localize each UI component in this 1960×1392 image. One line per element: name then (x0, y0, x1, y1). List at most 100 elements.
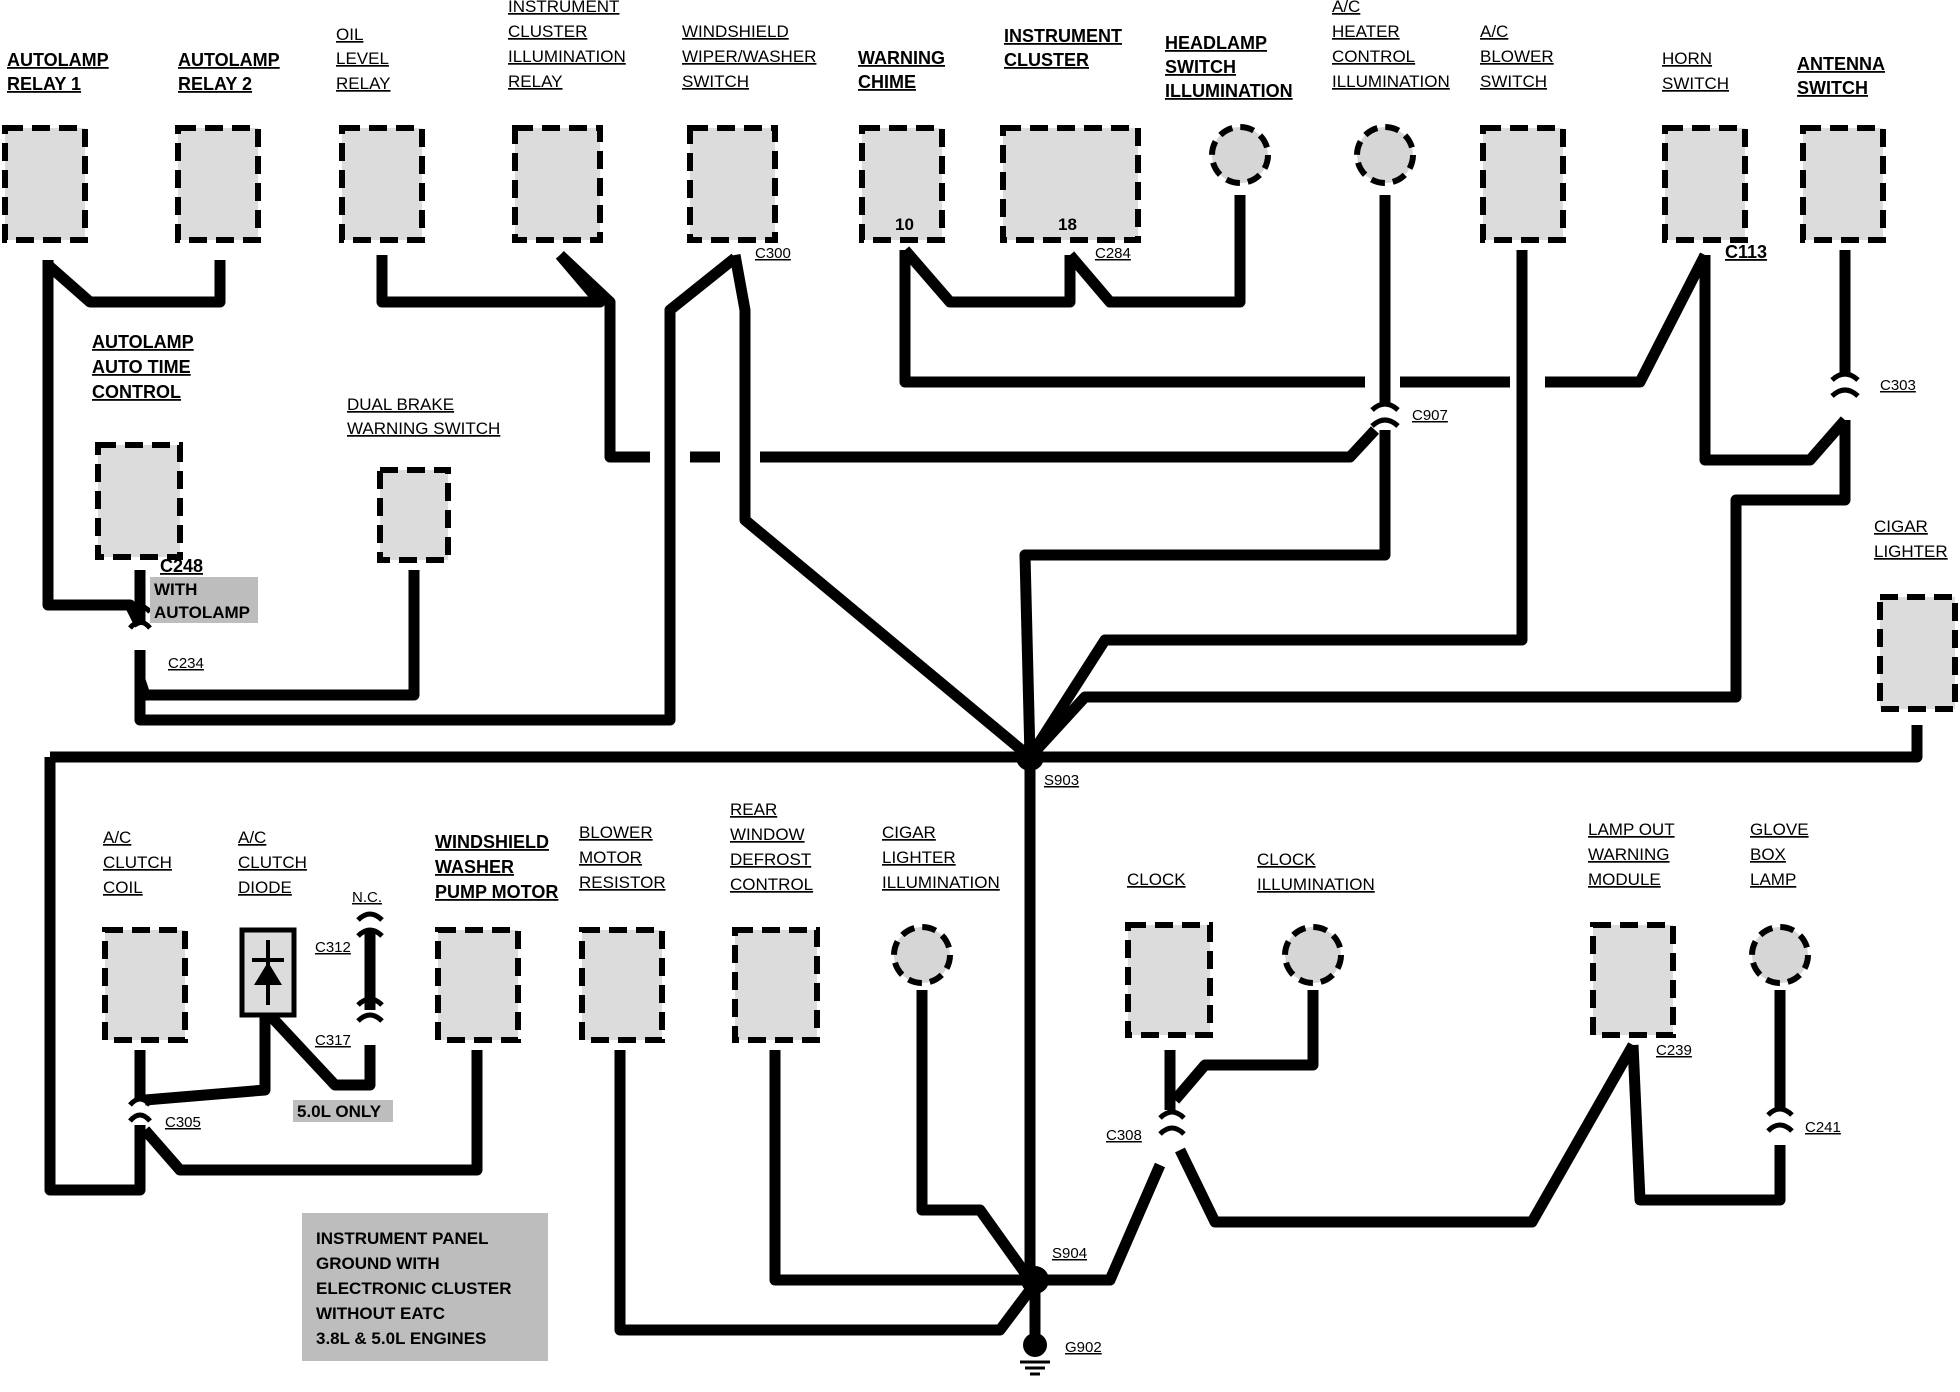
label-defrost-l1: REAR (730, 800, 777, 819)
label-cigar-illum-l1: CIGAR (882, 823, 936, 842)
label-ac-diode-l1: A/C (238, 828, 266, 847)
label-instrument-cluster-l2: CLUSTER (1004, 50, 1089, 70)
label-autolamp-relay-2-l1: AUTOLAMP (178, 50, 280, 70)
cluster-illum-relay-box (512, 125, 603, 243)
label-defrost-l3: DEFROST (730, 850, 811, 869)
label-ac-clutch-coil-l3: COIL (103, 878, 143, 897)
caption-l5: 3.8L & 5.0L ENGINES (316, 1329, 486, 1348)
label-ac-diode-l3: DIODE (238, 878, 292, 897)
headlamp-illum-bulb (1209, 124, 1271, 186)
antenna-switch-box (1800, 125, 1886, 243)
label-oil-level-relay-l3: RELAY (336, 74, 391, 93)
label-instrument-cluster-l1: INSTRUMENT (1004, 26, 1122, 46)
label-autolamp-relay-2-l2: RELAY 2 (178, 74, 252, 94)
label-dual-brake-l2: WARNING SWITCH (347, 419, 500, 438)
label-wiper-switch-l3: SWITCH (682, 72, 749, 91)
wire-ac-blower (1025, 250, 1528, 760)
wire-washer-pump (140, 1050, 483, 1176)
label-c248: C248 (160, 556, 203, 576)
ac-blower-switch-box (1480, 125, 1566, 243)
connector-chevron (356, 911, 384, 938)
label-g902: G902 (1065, 1339, 1102, 1356)
wire-c308-lamp-out (1175, 1042, 1638, 1228)
connectors (128, 371, 1860, 1136)
autolamp-time-control-box (95, 442, 183, 560)
label-ac-blower-l3: SWITCH (1480, 72, 1547, 91)
wire-clock-illum (1170, 990, 1319, 1104)
warning-chime-box (859, 125, 945, 243)
label-oil-level-relay-l2: LEVEL (336, 49, 389, 68)
label-wiper-switch-l2: WIPER/WASHER (682, 47, 816, 66)
label-washer-pump-l2: WASHER (435, 857, 514, 877)
label-glove-box-l2: BOX (1750, 845, 1786, 864)
wire-cluster-headlamp (1065, 195, 1246, 308)
caption-l2: GROUND WITH (316, 1254, 440, 1273)
glove-box-bulb (1749, 924, 1811, 986)
label-cluster-illum-relay-l3: ILLUMINATION (508, 47, 626, 66)
label-autolamp-time-l1: AUTOLAMP (92, 332, 194, 352)
label-autolamp-time-l3: CONTROL (92, 382, 181, 402)
label-c312: C312 (315, 939, 351, 956)
label-antenna-switch-l1: ANTENNA (1797, 54, 1885, 74)
wire-main-bus (50, 725, 1923, 763)
connector-chevron (1766, 1106, 1794, 1133)
five-liter-only-bg (293, 1100, 393, 1122)
label-c300: C300 (755, 245, 791, 262)
label-autolamp-relay-1-l1: AUTOLAMP (7, 50, 109, 70)
pin-warning-chime: 10 (895, 215, 914, 234)
blower-resistor-box (579, 927, 665, 1043)
caption-l4: WITHOUT EATC (316, 1304, 445, 1323)
label-ac-heater-l3: CONTROL (1332, 47, 1415, 66)
label-washer-pump-l3: PUMP MOTOR (435, 882, 558, 902)
label-blower-resistor-l2: MOTOR (579, 848, 642, 867)
splice-s904 (1021, 1266, 1049, 1294)
label-lamp-out-l3: MODULE (1588, 870, 1661, 889)
wire-to-c907-b (760, 426, 1380, 463)
connector-chevron (356, 996, 384, 1023)
label-c907: C907 (1412, 407, 1448, 424)
label-c284: C284 (1095, 245, 1131, 262)
label-cluster-illum-relay-l1: INSTRUMENT (508, 0, 619, 16)
label-ac-diode-l2: CLUTCH (238, 853, 307, 872)
label-cigar-lighter-l1: CIGAR (1874, 517, 1928, 536)
ac-clutch-coil-box (102, 927, 188, 1043)
wire-s904-c308 (1030, 1162, 1166, 1286)
label-autolamp-relay-1-l2: RELAY 1 (7, 74, 81, 94)
notes: WITH AUTOLAMP N.C. 5.0L ONLY INSTRUMENT … (150, 577, 548, 1361)
label-s904: S904 (1052, 1245, 1087, 1262)
note-with-autolamp-l2: AUTOLAMP (154, 603, 250, 622)
label-wiper-switch-l1: WINDSHIELD (682, 22, 789, 41)
label-c241: C241 (1805, 1119, 1841, 1136)
connector-chevron (128, 603, 152, 630)
label-headlamp-illum-l3: ILLUMINATION (1165, 81, 1293, 101)
connector-chevron (128, 1096, 152, 1123)
wire-relay1-relay2 (44, 260, 226, 308)
label-ac-heater-l1: A/C (1332, 0, 1360, 16)
label-oil-level-relay-l1: OIL (336, 25, 363, 44)
label-c239: C239 (1656, 1042, 1692, 1059)
wire-cigar-illum (916, 990, 1035, 1284)
connector-labels: C300 C284 C113 C303 C907 C248 C234 C312 … (160, 242, 1916, 1356)
label-c317: C317 (315, 1032, 351, 1049)
label-ac-heater-l2: HEATER (1332, 22, 1400, 41)
label-blower-resistor-l3: RESISTOR (579, 873, 666, 892)
label-defrost-l4: CONTROL (730, 875, 813, 894)
label-ac-heater-l4: ILLUMINATION (1332, 72, 1450, 91)
label-antenna-switch-l2: SWITCH (1797, 78, 1868, 98)
wiper-switch-box (687, 125, 778, 243)
clock-illum-bulb (1282, 924, 1344, 986)
cigar-lighter-box (1877, 594, 1958, 712)
label-defrost-l2: WINDOW (730, 825, 805, 844)
label-cigar-illum-l2: LIGHTER (882, 848, 956, 867)
label-c113: C113 (1725, 242, 1767, 262)
label-headlamp-illum-l2: SWITCH (1165, 57, 1236, 77)
caption-bg (302, 1213, 548, 1361)
note-nc: N.C. (352, 889, 382, 906)
label-lamp-out-l2: WARNING (1588, 845, 1670, 864)
ac-heater-illum-bulb (1354, 124, 1416, 186)
label-ac-clutch-coil-l2: CLUTCH (103, 853, 172, 872)
label-c234: C234 (168, 655, 204, 672)
oil-level-relay-box (339, 125, 425, 243)
wire-dual-brake (134, 570, 420, 701)
